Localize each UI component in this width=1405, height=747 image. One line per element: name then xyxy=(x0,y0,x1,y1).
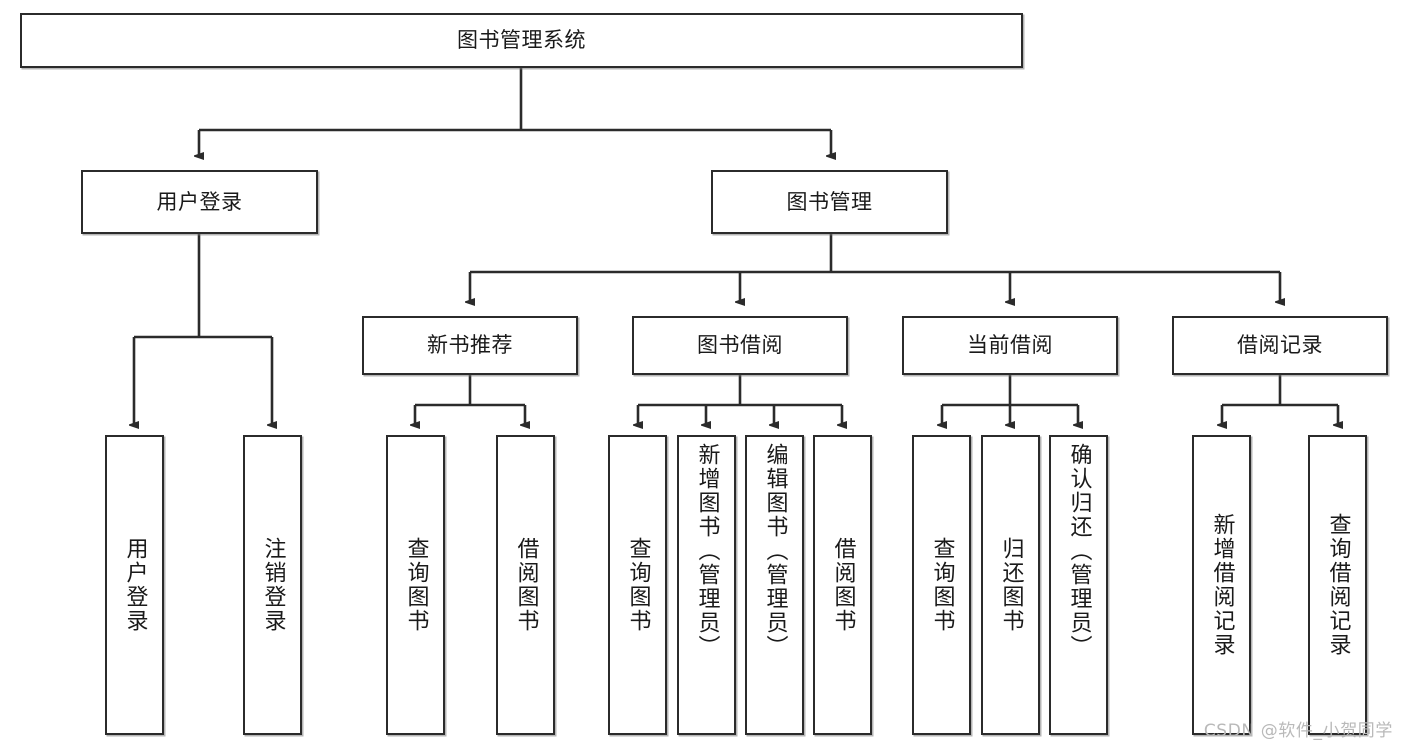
node-book-borrow[interactable]: 图书借阅 xyxy=(632,316,848,375)
node-root-label: 图书管理系统 xyxy=(457,28,586,53)
leaf-edit-book-admin-label: 编辑图书（管理员） xyxy=(762,443,788,659)
leaf-user-login[interactable]: 用户登录 xyxy=(105,435,164,735)
leaf-borrow-book-newbook[interactable]: 借阅图书 xyxy=(496,435,555,735)
leaf-confirm-return-admin-label: 确认归还（管理员） xyxy=(1066,443,1092,659)
leaf-borrow-book-label: 借阅图书 xyxy=(830,537,856,633)
leaf-query-book-borrow[interactable]: 查询图书 xyxy=(608,435,667,735)
leaf-query-book-current[interactable]: 查询图书 xyxy=(912,435,971,735)
leaf-add-borrow-record[interactable]: 新增借阅记录 xyxy=(1192,435,1251,735)
leaf-confirm-return-admin[interactable]: 确认归还（管理员） xyxy=(1049,435,1108,735)
leaf-add-book-admin-label: 新增图书（管理员） xyxy=(694,443,720,659)
leaf-add-book-admin[interactable]: 新增图书（管理员） xyxy=(677,435,736,735)
node-new-book-recommend[interactable]: 新书推荐 xyxy=(362,316,578,375)
leaf-return-book-label: 归还图书 xyxy=(998,537,1024,633)
node-borrow-records[interactable]: 借阅记录 xyxy=(1172,316,1388,375)
node-current-borrow-label: 当前借阅 xyxy=(967,333,1053,358)
leaf-query-borrow-record-label: 查询借阅记录 xyxy=(1325,513,1351,657)
node-book-management-label: 图书管理 xyxy=(786,189,873,214)
leaf-add-borrow-record-label: 新增借阅记录 xyxy=(1209,513,1235,657)
node-user-login[interactable]: 用户登录 xyxy=(81,170,318,234)
leaf-edit-book-admin[interactable]: 编辑图书（管理员） xyxy=(745,435,804,735)
leaf-borrow-book[interactable]: 借阅图书 xyxy=(813,435,872,735)
leaf-query-book-current-label: 查询图书 xyxy=(929,537,955,633)
leaf-return-book[interactable]: 归还图书 xyxy=(981,435,1040,735)
leaf-query-book-newbook-label: 查询图书 xyxy=(403,537,429,633)
node-current-borrow[interactable]: 当前借阅 xyxy=(902,316,1118,375)
leaf-logout[interactable]: 注销登录 xyxy=(243,435,302,735)
node-user-login-label: 用户登录 xyxy=(156,189,243,214)
node-borrow-records-label: 借阅记录 xyxy=(1237,333,1323,358)
leaf-query-book-borrow-label: 查询图书 xyxy=(625,537,651,633)
leaf-query-book-newbook[interactable]: 查询图书 xyxy=(386,435,445,735)
node-book-management[interactable]: 图书管理 xyxy=(711,170,948,234)
node-book-borrow-label: 图书借阅 xyxy=(697,333,783,358)
leaf-query-borrow-record[interactable]: 查询借阅记录 xyxy=(1308,435,1367,735)
node-root[interactable]: 图书管理系统 xyxy=(20,13,1023,68)
leaf-logout-label: 注销登录 xyxy=(260,537,286,633)
leaf-user-login-label: 用户登录 xyxy=(122,537,148,633)
leaf-borrow-book-newbook-label: 借阅图书 xyxy=(513,537,539,633)
node-new-book-recommend-label: 新书推荐 xyxy=(427,333,513,358)
